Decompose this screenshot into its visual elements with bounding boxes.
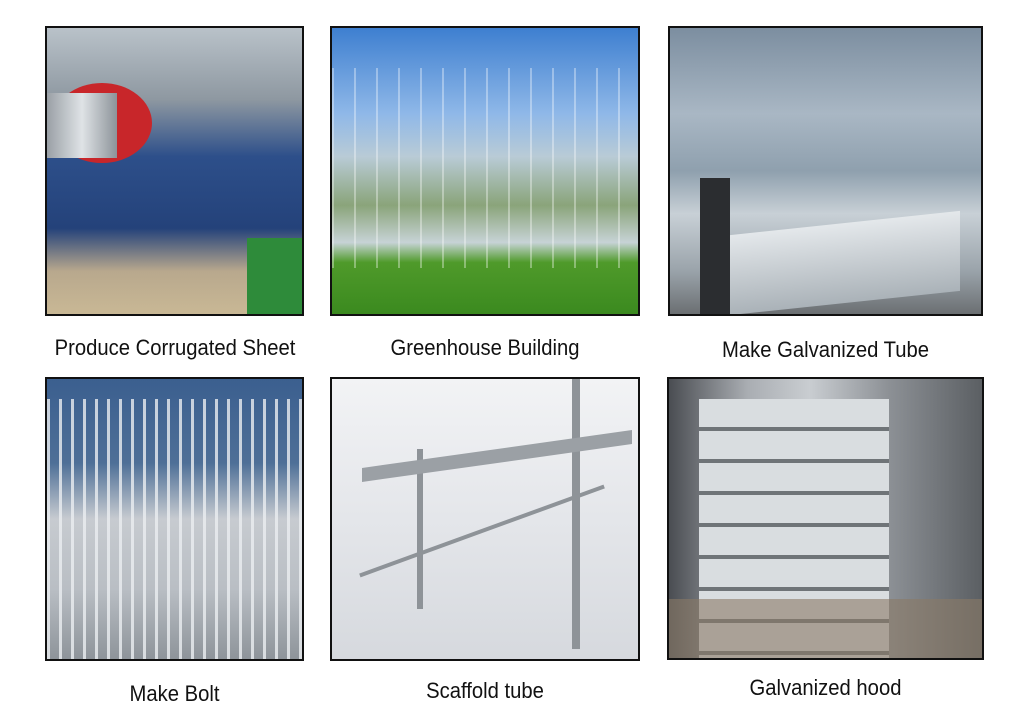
scaffold-pole <box>572 379 580 649</box>
caption-produce-corrugated-sheet: Produce Corrugated Sheet <box>54 335 296 360</box>
bolts-photo <box>45 377 304 661</box>
galvanized-hood-photo <box>667 377 984 660</box>
scaffold-photo <box>330 377 640 661</box>
caption-make-bolt: Make Bolt <box>129 681 220 706</box>
caption-galvanized-hood: Galvanized hood <box>749 675 902 700</box>
steel-coil <box>47 93 117 158</box>
scaffold-platform <box>362 430 632 482</box>
scaffold-pole <box>417 449 423 609</box>
corrugated-sheet-machine-photo <box>45 26 304 316</box>
greenhouse-photo <box>330 26 640 316</box>
caption-greenhouse-building: Greenhouse Building <box>390 335 580 360</box>
worker <box>700 178 730 314</box>
floor-marking <box>247 238 302 314</box>
greenhouse-glass-frame <box>332 68 632 268</box>
floor <box>669 599 982 658</box>
galvanized-sheets <box>730 210 960 314</box>
caption-scaffold-tube: Scaffold tube <box>426 678 544 703</box>
caption-make-galvanized-tube: Make Galvanized Tube <box>721 337 930 362</box>
scaffold-brace <box>359 484 605 578</box>
anchor-bolts <box>47 399 302 659</box>
galvanized-tube-workshop-photo <box>668 26 983 316</box>
